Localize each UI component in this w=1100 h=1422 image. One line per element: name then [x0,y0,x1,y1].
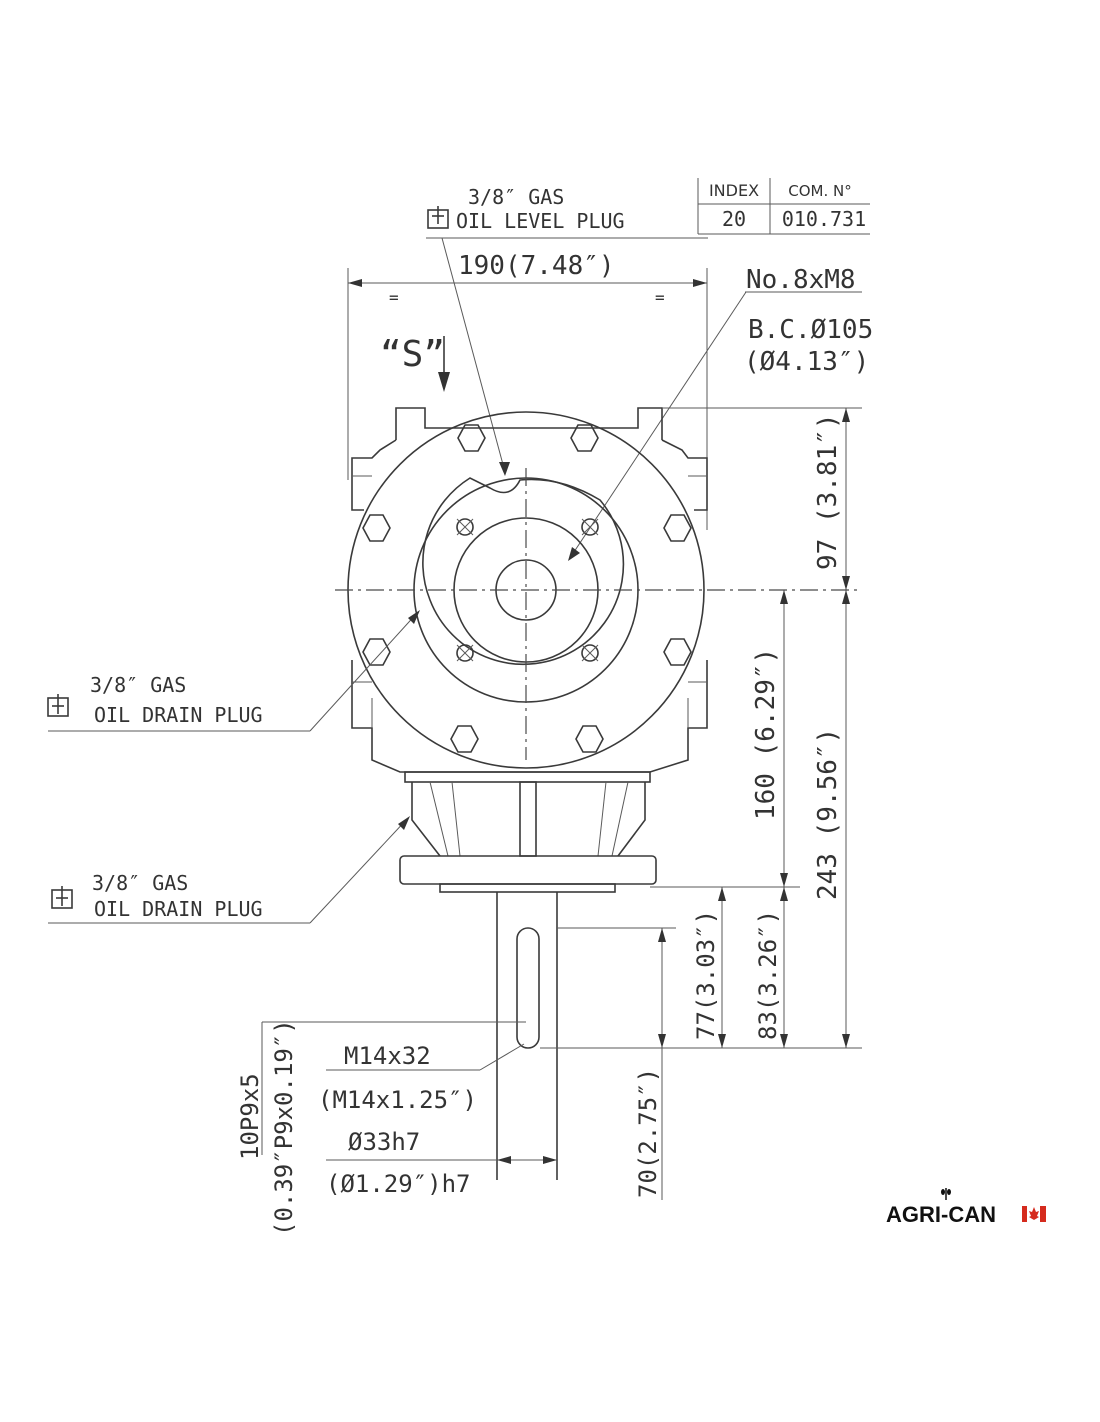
plug-symbol-icon [47,694,69,717]
svg-text:=: = [655,288,665,307]
bolt-circle-text: B.C.Ø105 [748,315,873,345]
canada-flag-icon [1022,1206,1046,1222]
width-dimension: 190(7.48″) = = [347,251,708,530]
dim-97-text: 97 (3.81″) [813,413,843,570]
oil-drain-plug-lower-label: OIL DRAIN PLUG [94,897,263,921]
com-value: 010.731 [782,207,866,231]
shaft-callouts: 10P9x5 (0.39″P9x0.19″) M14x32 (M14x1.25″… [236,1019,557,1236]
wheat-icon [941,1188,951,1200]
vertical-dimensions: 97 (3.81″) 160 (6.29″) 243 (9.56″) 83(3.… [540,407,862,1200]
width-dim-text: 190(7.48″) [458,251,615,281]
svg-text:=: = [389,288,399,307]
dim-70-text: 70(2.75″) [634,1068,662,1198]
arrow-down-icon [438,372,450,392]
dim-243-text: 243 (9.56″) [813,728,843,900]
shaft-dia-inch-text: (Ø1.29″)h7 [326,1170,471,1198]
logo-text: AGRI-CAN [886,1202,996,1227]
hex-bolt-icon [362,424,692,753]
oil-level-plug-callout: 3/8″ GAS OIL LEVEL PLUG [426,185,708,476]
dim-83-text: 83(3.26″) [754,910,782,1040]
view-s-indicator: “S” [380,334,450,392]
oil-level-plug-size: 3/8″ GAS [468,185,564,209]
title-block: INDEX COM. N° 20 010.731 [697,178,870,235]
shaft-dia-text: Ø33h7 [348,1128,420,1156]
bolt-circle-inch-text: (Ø4.13″) [744,347,869,377]
oil-drain-plug-upper-size: 3/8″ GAS [90,673,186,697]
dim-160-text: 160 (6.29″) [751,648,781,820]
index-header: INDEX [709,181,759,200]
bolt-pattern-callout: No.8xM8 B.C.Ø105 (Ø4.13″) [568,265,873,561]
oil-drain-plug-upper-callout: 3/8″ GAS OIL DRAIN PLUG [47,610,420,732]
bolt-count-text: No.8xM8 [746,265,856,295]
tapped-hole-icon [456,518,599,662]
oil-drain-plug-lower-callout: 3/8″ GAS OIL DRAIN PLUG [48,816,410,924]
key-dim-inch-text: (0.39″P9x0.19″) [270,1019,298,1236]
view-label: “S” [380,334,445,375]
gearbox-housing [335,407,860,1180]
dim-77-text: 77(3.03″) [692,910,720,1040]
plug-symbol-icon [427,206,449,229]
thread-inch-text: (M14x1.25″) [318,1086,477,1114]
oil-drain-plug-lower-size: 3/8″ GAS [92,871,188,895]
plug-symbol-icon [51,886,73,909]
oil-drain-plug-upper-label: OIL DRAIN PLUG [94,703,263,727]
oil-level-plug-label: OIL LEVEL PLUG [456,209,625,233]
thread-text: M14x32 [344,1042,431,1070]
key-dim-text: 10P9x5 [236,1073,264,1160]
agri-can-logo: AGRI-CAN [886,1188,1046,1227]
index-value: 20 [722,207,746,231]
com-header: COM. N° [788,182,851,200]
